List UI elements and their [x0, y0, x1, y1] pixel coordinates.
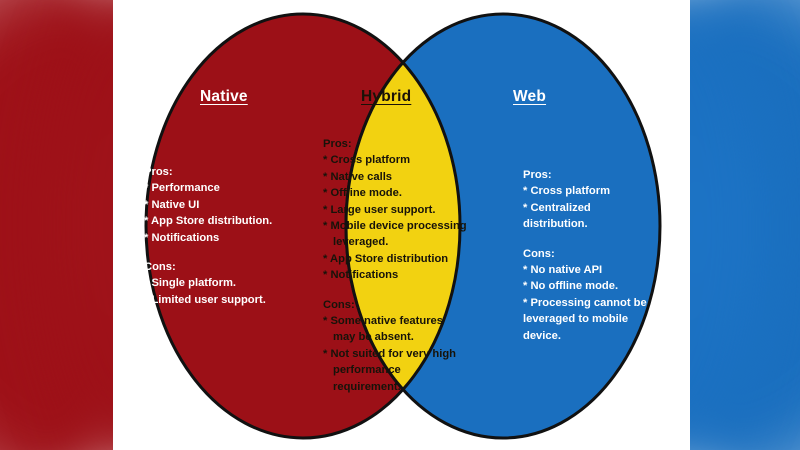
hybrid-cons-item: * Not suited for very high: [323, 347, 457, 360]
hybrid-lens[interactable]: [344, 14, 660, 438]
native-cons-item: * Limited user support.: [144, 293, 266, 306]
native-cons-item: * Single platform.: [144, 277, 236, 290]
hybrid-pros-item: * Offline mode.: [323, 187, 402, 200]
hybrid-title: Hybrid: [361, 88, 412, 105]
web-content: Pros: * Cross platform * Centralized dis…: [523, 167, 647, 344]
hybrid-cons-item-continued: performance: [333, 364, 401, 377]
native-pros-heading: Pros:: [144, 166, 173, 178]
backdrop-right: [690, 0, 800, 450]
web-cons-heading: Cons:: [523, 247, 555, 260]
web-pros-heading: Pros:: [523, 169, 552, 181]
web-title: Web: [513, 88, 547, 105]
native-section-gap: [144, 246, 272, 259]
web-pros-item: * Centralized: [523, 201, 591, 214]
native-ellipse-inner-edge: [346, 14, 462, 438]
web-pros-item: * Cross platform: [523, 185, 611, 198]
native-pros-item: * Native UI: [144, 198, 200, 211]
hybrid-cons-item-continued: may be absent.: [333, 331, 414, 344]
native-cons-heading: Cons:: [144, 261, 176, 274]
hybrid-overlap-group: [344, 14, 660, 438]
web-cons-item: * No native API: [523, 264, 603, 277]
venn-diagram-svg: [144, 12, 662, 440]
hybrid-pros-item-continued: leveraged.: [333, 236, 389, 249]
native-content: Pros: * Performance * Native UI * App St…: [144, 164, 272, 308]
hybrid-pros-item: * Native calls: [323, 170, 393, 183]
hybrid-content: Pros: * Cross platform * Native calls * …: [323, 136, 467, 395]
hybrid-pros-item: * Notifications: [323, 269, 399, 282]
hybrid-cons-item-continued: requirement.: [333, 380, 401, 393]
hybrid-pros-item: * Mobile device processing: [323, 220, 467, 233]
web-cons-item: * No offline mode.: [523, 280, 619, 293]
web-cons-item: * Processing cannot be: [523, 296, 647, 309]
native-pros-item: * Performance: [144, 182, 220, 195]
web-cons-item-continued: device.: [523, 329, 561, 342]
web-pros-item-continued: distribution.: [523, 218, 588, 231]
native-title: Native: [200, 88, 248, 105]
web-cons-item-continued: leveraged to mobile: [523, 313, 629, 326]
hybrid-pros-item: * Cross platform: [323, 154, 411, 167]
web-section-gap: [523, 233, 647, 246]
backdrop-left: [0, 0, 113, 450]
native-pros-item: * App Store distribution.: [144, 215, 273, 228]
hybrid-pros-item: * App Store distribution: [323, 252, 449, 265]
diagram-panel: Native Hybrid Web Pros: * Performance * …: [113, 0, 690, 450]
hybrid-section-gap: [323, 284, 467, 297]
native-pros-item: * Notifications: [144, 231, 220, 244]
hybrid-pros-heading: Pros:: [323, 138, 352, 150]
hybrid-pros-item: * Large user support.: [323, 203, 436, 216]
hybrid-cons-heading: Cons:: [323, 298, 355, 311]
hybrid-overlap-outline-group: [346, 14, 462, 438]
hybrid-cons-item: * Some native features: [323, 315, 444, 328]
